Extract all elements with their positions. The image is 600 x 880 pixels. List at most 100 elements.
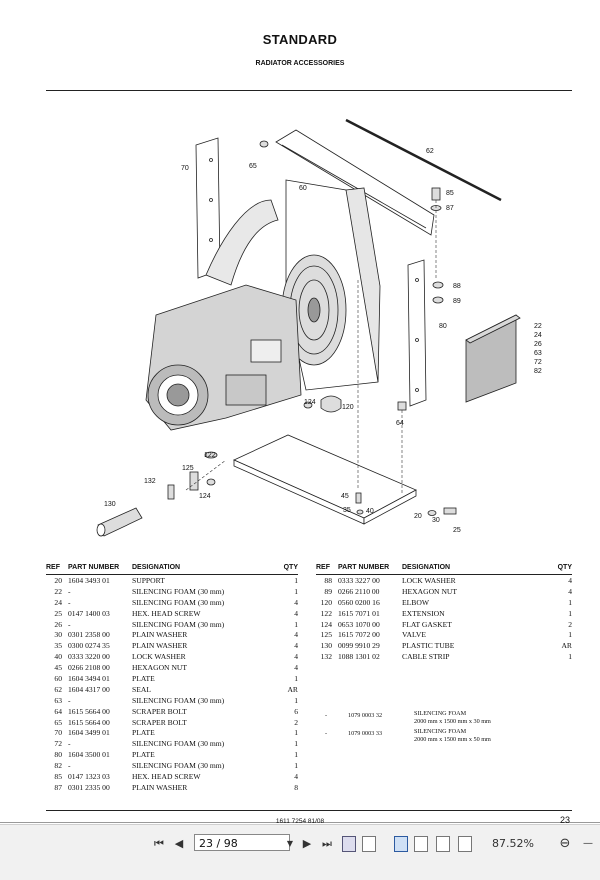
callout-80: 80 [439, 323, 447, 330]
assembly-lines [185, 200, 437, 495]
callout-70: 70 [181, 165, 189, 172]
document-code: 1611 7254 81/08 [275, 818, 325, 825]
row-designation: SUPPORT [132, 575, 165, 585]
row-qty: 1 [294, 739, 298, 749]
row-designation: PLATE [132, 750, 155, 760]
next-page-button[interactable]: ▶ [298, 835, 316, 853]
first-page-button[interactable]: ⏮ [150, 835, 168, 853]
row-ref: 125 [320, 630, 332, 640]
callout-82: 82 [534, 368, 542, 375]
row-ref: 60 [54, 673, 62, 683]
previous-page-icon: ◀ [174, 837, 184, 850]
table-row: 72-SILENCING FOAM (30 mm)1 [46, 738, 298, 749]
foam-note-title: SILENCING FOAM [414, 728, 467, 735]
row-part-number: 0653 1070 00 [338, 619, 380, 629]
row-designation: PLATE [132, 728, 155, 738]
row-ref: 30 [54, 630, 62, 640]
row-designation: SEAL [132, 684, 151, 694]
page-number-input[interactable]: 23 / 98 [194, 834, 290, 851]
row-part-number: 0301 2358 00 [68, 630, 110, 640]
row-ref: 132 [320, 652, 332, 662]
last-page-button[interactable]: ⏭ [318, 835, 336, 853]
callout-22: 22 [534, 323, 542, 330]
row-part-number: 0300 0274 35 [68, 641, 110, 651]
row-part-number: 0560 0200 16 [338, 597, 380, 607]
callout-122: 122 [204, 452, 216, 459]
callout-25: 25 [453, 527, 461, 534]
row-part-number: - [68, 739, 71, 749]
engine [145, 199, 302, 431]
row-part-number: 1615 7072 00 [338, 630, 380, 640]
fit-page-icon[interactable] [342, 836, 356, 852]
row-part-number: 1604 3493 01 [68, 575, 110, 585]
plate-80 [407, 259, 427, 407]
callout-124b: 124 [199, 493, 211, 500]
table-row: 63-SILENCING FOAM (30 mm)1 [46, 695, 298, 706]
row-designation: EXTENSION [402, 608, 445, 618]
single-page-view-icon[interactable] [394, 836, 408, 852]
col-designation: DESIGNATION [402, 560, 552, 575]
row-designation: SCRAPER BOLT [132, 717, 187, 727]
row-designation: SCRAPER BOLT [132, 706, 187, 716]
row-ref: 40 [54, 652, 62, 662]
callout-26: 26 [534, 341, 542, 348]
row-part-number: - [68, 586, 71, 596]
row-qty: AR [287, 684, 298, 694]
callout-40: 40 [366, 508, 374, 515]
row-ref: 63 [54, 695, 62, 705]
row-qty: 1 [294, 575, 298, 585]
page-title: STANDARD [262, 32, 338, 47]
row-qty: 4 [568, 575, 572, 585]
continuous-view-icon[interactable] [414, 836, 428, 852]
row-qty: 1 [294, 673, 298, 683]
foam-note-part-number: 1079 0003 32 [348, 712, 383, 719]
two-page-continuous-icon[interactable] [458, 836, 472, 852]
col-part-number: PART NUMBER [338, 560, 402, 575]
page-dropdown-button[interactable]: ▼ [281, 835, 299, 853]
zoom-slider[interactable]: — [576, 835, 600, 853]
row-qty: 6 [294, 706, 298, 716]
row-ref: 26 [54, 619, 62, 629]
callout-130: 130 [104, 501, 116, 508]
row-part-number: - [68, 597, 71, 607]
row-designation: HEX. HEAD SCREW [132, 771, 201, 781]
previous-page-button[interactable]: ◀ [170, 835, 188, 853]
row-qty: 4 [294, 652, 298, 662]
callout-45: 45 [341, 493, 349, 500]
row-ref: 20 [54, 575, 62, 585]
row-designation: FLAT GASKET [402, 619, 452, 629]
callout-87: 87 [446, 205, 454, 212]
zoom-level[interactable]: 87.52% [492, 837, 534, 850]
row-designation: PLAIN WASHER [132, 641, 188, 651]
support-20 [233, 434, 417, 525]
row-designation: HEXAGON NUT [132, 663, 188, 673]
next-page-icon: ▶ [302, 837, 312, 850]
row-ref: 64 [54, 706, 62, 716]
row-ref: 24 [54, 597, 62, 607]
document-page: STANDARD RADIATOR ACCESSORIES [0, 32, 600, 825]
row-designation: SILENCING FOAM (30 mm) [132, 695, 225, 705]
foam-note-part-number: 1079 0003 33 [348, 730, 383, 737]
two-page-view-icon[interactable] [436, 836, 450, 852]
row-designation: PLATE [132, 673, 155, 683]
row-qty: 1 [294, 619, 298, 629]
row-ref: 120 [320, 597, 332, 607]
row-qty: AR [561, 641, 572, 651]
row-ref: 80 [54, 750, 62, 760]
zoom-out-button[interactable]: ⊖ [556, 835, 574, 853]
row-ref: 25 [54, 608, 62, 618]
row-part-number: 0099 9910 29 [338, 641, 380, 651]
fit-width-icon[interactable] [362, 836, 376, 852]
row-designation: SILENCING FOAM (30 mm) [132, 739, 225, 749]
row-part-number: 1088 1301 02 [338, 652, 380, 662]
